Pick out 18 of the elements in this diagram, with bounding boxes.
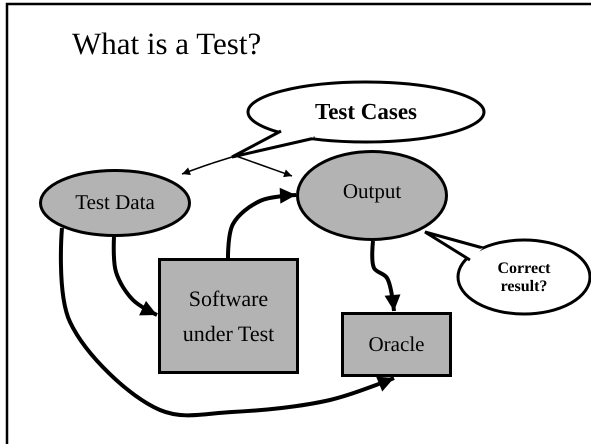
process-box xyxy=(341,312,452,377)
node-label: Correct result? xyxy=(496,260,552,296)
process-box xyxy=(158,258,299,374)
arrow xyxy=(236,155,292,178)
ellipse-node xyxy=(39,169,191,237)
arrow xyxy=(58,228,395,418)
node-label: Test Cases xyxy=(314,98,418,126)
arrow xyxy=(112,236,158,317)
ellipse-node xyxy=(296,150,448,241)
node-label: Output xyxy=(342,178,402,206)
node-label: Oracle xyxy=(368,330,424,358)
arrow xyxy=(226,188,296,258)
arrow xyxy=(370,240,400,312)
node-label: Test Data xyxy=(75,189,155,216)
title: What is a Test? xyxy=(72,26,262,62)
arrow xyxy=(182,156,232,175)
speech-bubble xyxy=(422,228,591,316)
node-label: Software under Test xyxy=(182,284,276,348)
